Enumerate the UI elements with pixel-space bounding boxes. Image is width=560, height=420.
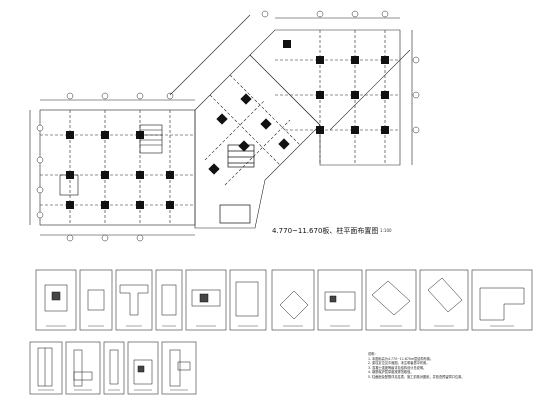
plan-title: 4.770~11.670板、柱平面布置图 <box>272 227 379 235</box>
detail-row-2-contents <box>37 347 191 387</box>
note-item: 2. 梁柱定位见平面图，未注明者居中布置。 <box>368 361 430 365</box>
note-item: 5. 柱截面及配筋详见柱表，施工前核对图纸，并检查预留洞口位置。 <box>368 374 465 379</box>
detail-row-1 <box>35 269 533 331</box>
diagonal-core <box>219 144 255 224</box>
note-item: 3. 混凝土强度等级详见结构设计总说明。 <box>368 365 427 370</box>
note-item: 1. 本图标高为4.770~11.670m层结构布置。 <box>368 356 434 361</box>
notes-title: 说明： <box>368 352 378 356</box>
upper-wing <box>249 17 413 166</box>
note-item: 4. 钢筋保护层厚度按规范取值。 <box>368 370 414 374</box>
left-wing-grid <box>29 99 196 236</box>
detail-row-1-contents <box>44 277 525 321</box>
left-wing-axis-bubbles <box>36 92 174 242</box>
plan-scale: 1:100 <box>380 228 392 233</box>
upper-wing-axis-bubbles <box>261 10 420 134</box>
left-wing-stair-core <box>59 124 163 196</box>
upper-wing-columns <box>283 40 389 134</box>
diagonal-wing <box>169 14 411 229</box>
left-wing-columns <box>66 131 174 209</box>
detail-row-2 <box>29 341 197 395</box>
general-notes: 说明： 1. 本图标高为4.770~11.670m层结构布置。 2. 梁柱定位见… <box>368 352 518 379</box>
